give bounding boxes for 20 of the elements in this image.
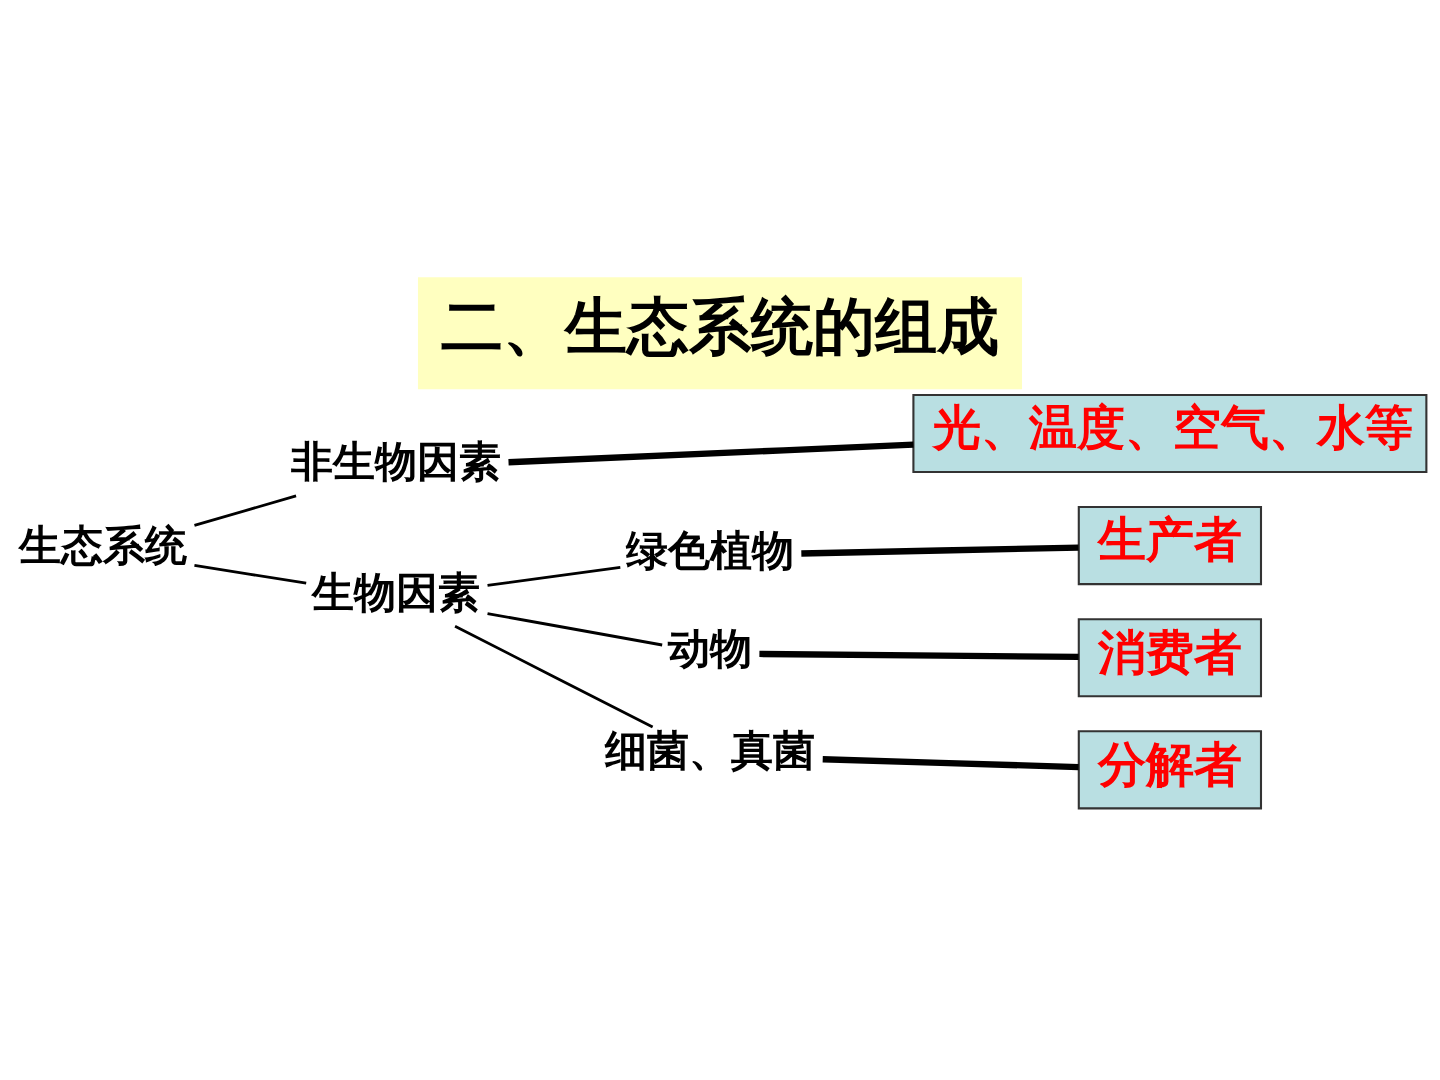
node-box: 光、温度、空气、水等 (912, 393, 1428, 474)
node-box: 消费者 (1077, 618, 1263, 698)
connector (822, 756, 1079, 771)
connector (194, 564, 307, 585)
node-box: 分解者 (1077, 730, 1263, 810)
node-text: 生物因素 (312, 567, 481, 617)
node-text: 非生物因素 (291, 437, 502, 487)
node-text: 生态系统 (19, 521, 188, 571)
node-text: 绿色植物 (626, 525, 795, 575)
connector (801, 544, 1079, 557)
connector (487, 612, 663, 647)
node-text: 动物 (668, 623, 753, 673)
connector (508, 441, 914, 466)
connector (194, 494, 297, 527)
diagram-title: 二、生态系统的组成 (441, 290, 1000, 363)
connector (454, 625, 654, 729)
connector (759, 650, 1079, 661)
node-box: 生产者 (1077, 506, 1263, 586)
node-text: 细菌、真菌 (605, 725, 816, 775)
connector (487, 566, 621, 587)
